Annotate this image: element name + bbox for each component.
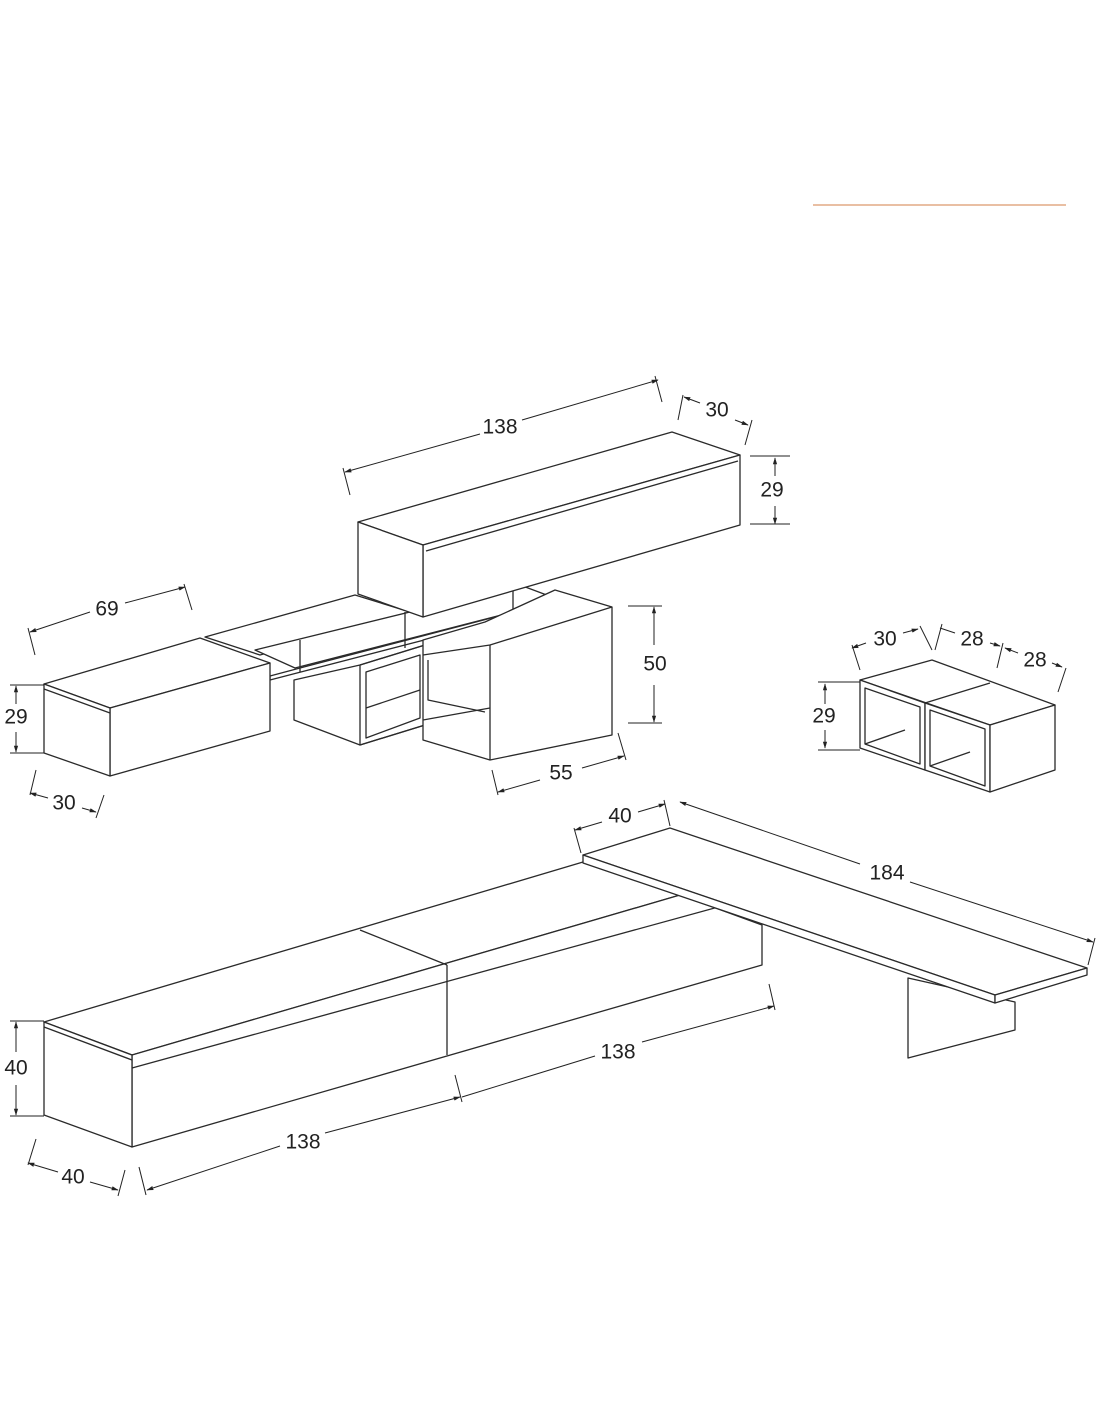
dimension-lines — [10, 375, 1096, 1197]
column-unit-width-label: 55 — [549, 762, 572, 785]
open-cube-set — [859, 659, 1056, 793]
sideboard-right-width-label: 138 — [600, 1041, 635, 1064]
top-cabinet-height-label: 29 — [760, 479, 783, 502]
desk-length-label: 184 — [869, 862, 904, 885]
desk — [582, 827, 1088, 1059]
sideboard — [43, 861, 763, 1148]
top-cabinet-depth-label: 30 — [705, 399, 728, 422]
column-unit-height-label: 50 — [643, 653, 666, 676]
cube-width-b-label: 28 — [1023, 649, 1046, 672]
sideboard-height-label: 40 — [4, 1057, 27, 1080]
cube-depth-label: 30 — [873, 628, 896, 651]
sideboard-depth-label: 40 — [61, 1166, 84, 1189]
left-cabinet-width-label: 69 — [95, 598, 118, 621]
left-wall-cabinet — [43, 637, 271, 777]
accent-divider — [813, 204, 1066, 206]
left-cabinet-height-label: 29 — [4, 706, 27, 729]
top-wall-cabinet — [357, 431, 741, 618]
cube-height-label: 29 — [812, 705, 835, 728]
desk-depth-label: 40 — [608, 805, 631, 828]
cube-width-a-label: 28 — [960, 628, 983, 651]
left-cabinet-depth-label: 30 — [52, 792, 75, 815]
shelf-assembly — [204, 584, 613, 761]
top-cabinet-width-label: 138 — [482, 416, 517, 439]
sideboard-left-width-label: 138 — [285, 1131, 320, 1154]
